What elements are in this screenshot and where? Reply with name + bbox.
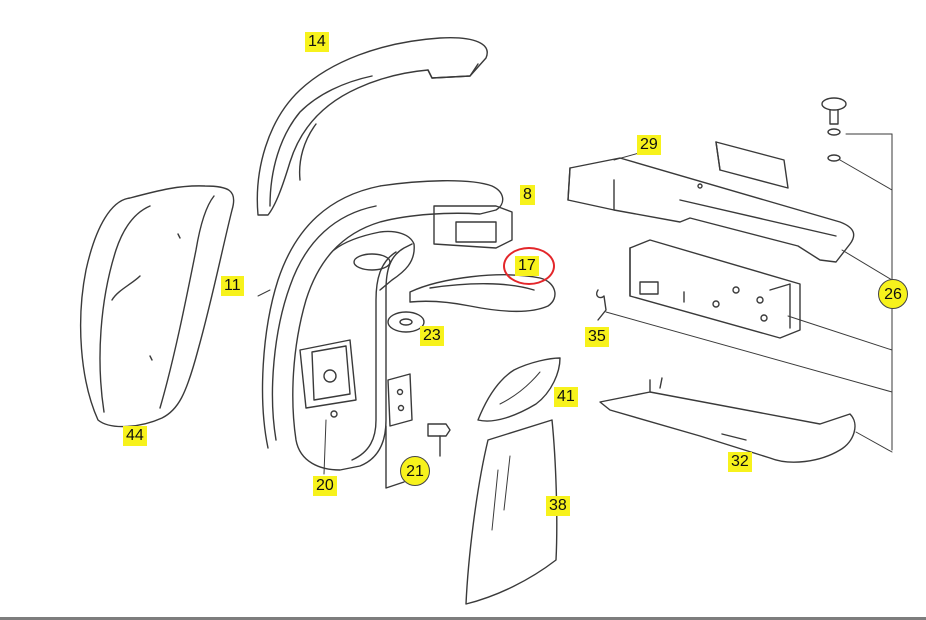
part-label-17: 17 <box>515 256 539 276</box>
part-26-knob <box>822 98 892 450</box>
part-label-32: 32 <box>728 452 752 472</box>
part-35-clip <box>597 290 892 392</box>
bottom-border <box>0 617 926 620</box>
part-label-44: 44 <box>123 426 147 446</box>
part-32-trim <box>600 378 892 462</box>
part-label-41: 41 <box>554 387 578 407</box>
part-label-21: 21 <box>400 456 430 486</box>
part-14-cover <box>257 38 487 215</box>
highlighted-part-17: 17 <box>503 247 555 285</box>
part-41-glass <box>478 358 560 421</box>
highlight-circle <box>503 247 555 285</box>
part-label-35: 35 <box>585 327 609 347</box>
part-label-14: 14 <box>305 32 329 52</box>
part-23-plate <box>388 312 424 332</box>
mechanism-block <box>630 240 800 338</box>
part-11-frame <box>258 181 512 470</box>
part-17-pad <box>410 275 555 311</box>
part-label-26: 26 <box>878 279 908 309</box>
part-38-glass <box>466 420 557 604</box>
part-label-38: 38 <box>546 496 570 516</box>
part-label-29: 29 <box>637 135 661 155</box>
part-29-housing <box>568 142 854 262</box>
part-20-bracket <box>324 420 326 474</box>
leader-line <box>842 250 892 280</box>
part-21-screw <box>386 374 450 488</box>
part-label-8: 8 <box>520 185 535 205</box>
part-44-cushion <box>81 186 234 427</box>
part-label-23: 23 <box>420 326 444 346</box>
part-label-20: 20 <box>313 476 337 496</box>
part-label-11: 11 <box>221 276 244 296</box>
leader-line <box>788 316 892 350</box>
